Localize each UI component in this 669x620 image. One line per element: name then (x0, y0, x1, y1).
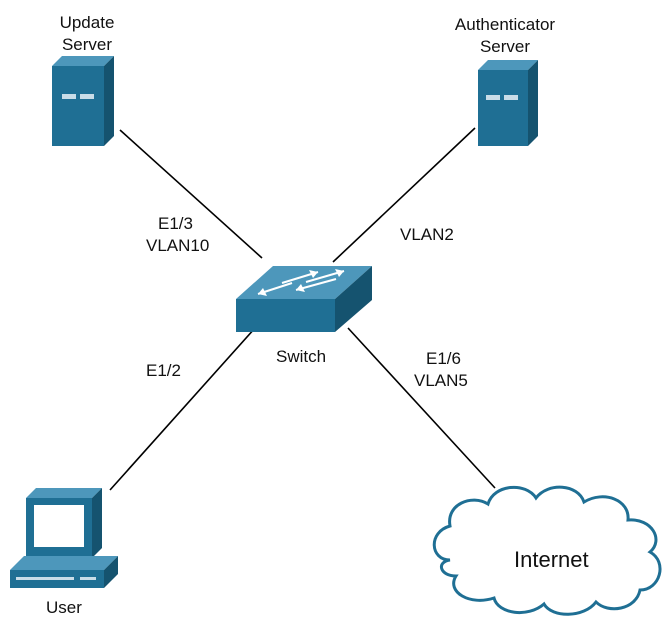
internet-link-label: E1/6 VLAN5 (414, 348, 468, 392)
update-server-label-line1: Update (59, 13, 115, 32)
internet-link-vlan: VLAN5 (414, 371, 468, 390)
internet-link-port: E1/6 (426, 349, 461, 368)
server-icon (52, 56, 114, 146)
cloud-icon (432, 485, 662, 616)
internet-label: Internet (514, 547, 589, 572)
update-server-label-line2: Server (61, 35, 113, 54)
user-link-port: E1/2 (146, 361, 181, 380)
auth-server-label-line1: Authenticator (454, 15, 556, 34)
computer-icon (10, 488, 118, 588)
auth-link-vlan: VLAN2 (400, 225, 454, 244)
user-label: User (46, 598, 82, 617)
update-link-vlan: VLAN10 (146, 236, 210, 255)
link-update-server (119, 129, 263, 259)
auth-server-label: Authenticator Server (438, 14, 572, 58)
switch-label: Switch (276, 347, 327, 366)
switch-icon (236, 266, 372, 332)
link-user (109, 327, 256, 491)
link-auth-server (332, 127, 476, 263)
update-server-label: Update Server (48, 12, 126, 56)
link-internet (347, 327, 496, 489)
auth-server-label-line2: Server (479, 37, 531, 56)
server-icon (478, 60, 538, 146)
update-link-port: E1/3 (158, 214, 193, 233)
update-link-label: E1/3 VLAN10 (146, 213, 209, 257)
